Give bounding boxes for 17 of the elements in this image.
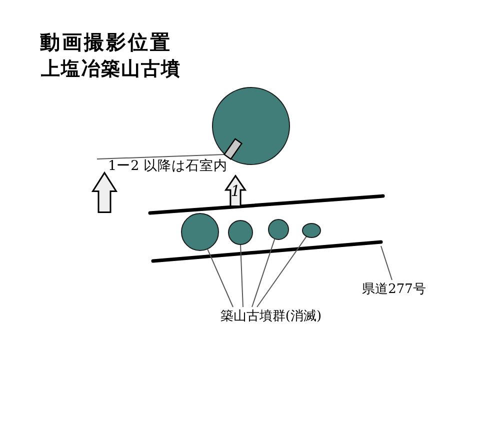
leader-line [380,246,392,280]
small-circle [268,218,288,240]
leader-line [240,244,244,308]
block-arrow [92,172,117,213]
note-text: 1ー2 以降は石室内 [97,159,227,175]
small-circle [181,213,219,251]
block-arrow: 1 [225,175,246,207]
road-label: 県道277号 [363,280,425,298]
small-circle [228,220,252,244]
small-circle [302,222,320,238]
leader-line [96,154,225,160]
subtitle: 上塩冶築山古墳 [41,60,181,79]
callout-label: 築山古墳群(消滅) [213,307,329,326]
leader-line [252,238,276,308]
leader-line [256,236,307,308]
leader-line [207,248,234,308]
title: 動画撮影位置 [40,32,172,52]
